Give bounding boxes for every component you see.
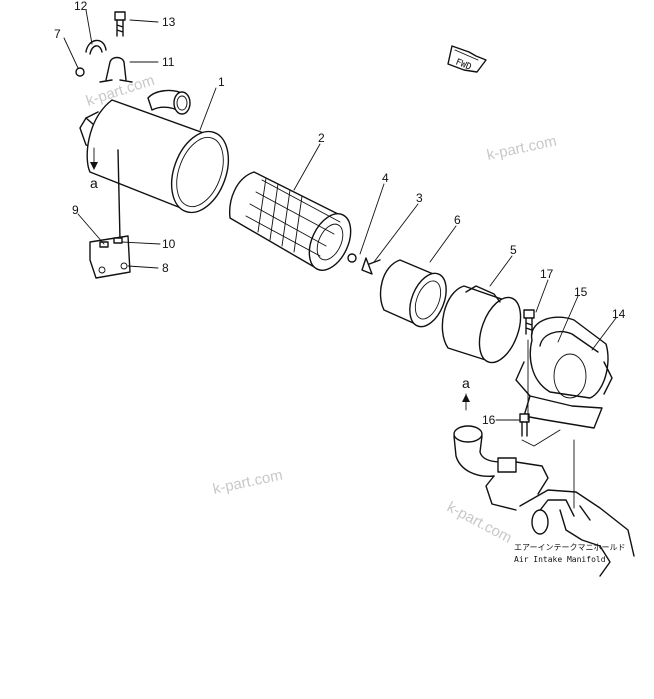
air-cleaner-body (79, 89, 230, 214)
manifold-label-jp: エアーインテークマニホールド (514, 543, 626, 552)
callout-14: 14 (612, 307, 626, 321)
cap-ring (379, 259, 447, 328)
ref-a-upper: a (90, 175, 98, 191)
callout-10: 10 (162, 237, 176, 251)
callout-labels: 1 2 3 4 5 6 7 8 9 10 11 12 13 14 15 16 1… (54, 0, 626, 427)
ref-arrow-icon (90, 162, 98, 170)
intake-manifold (519, 489, 635, 577)
callout-1: 1 (218, 75, 225, 89)
mounting-band (515, 316, 613, 429)
callout-17: 17 (540, 267, 554, 281)
watermark: k-part.com (444, 499, 515, 547)
callout-12: 12 (74, 0, 88, 13)
intake-elbow (453, 425, 549, 511)
leader-line (521, 429, 561, 447)
callout-9: 9 (72, 203, 79, 217)
callout-2: 2 (318, 131, 325, 145)
callout-6: 6 (454, 213, 461, 227)
callout-leaders (63, 9, 617, 421)
bolt-17 (523, 309, 535, 335)
wing-bolt (361, 257, 381, 275)
fwd-arrow-icon: FWD (447, 45, 487, 73)
washer (347, 253, 357, 263)
callout-13: 13 (162, 15, 176, 29)
manifold-label-en: Air Intake Manifold (514, 555, 606, 564)
callout-8: 8 (162, 261, 169, 275)
dust-cup (441, 285, 522, 364)
watermark: k-part.com (485, 133, 558, 164)
callout-15: 15 (574, 285, 588, 299)
callout-3: 3 (416, 191, 423, 205)
mounting-hardware (75, 11, 133, 279)
filter-element (229, 171, 352, 271)
callout-11: 11 (162, 55, 175, 69)
ref-a-lower: a (462, 375, 470, 391)
callout-16: 16 (482, 413, 496, 427)
ref-arrow-icon (462, 394, 470, 402)
callout-7: 7 (54, 27, 61, 41)
callout-5: 5 (510, 243, 517, 257)
callout-4: 4 (382, 171, 389, 185)
watermark: k-part.com (211, 467, 284, 498)
bolt-16 (519, 413, 530, 437)
